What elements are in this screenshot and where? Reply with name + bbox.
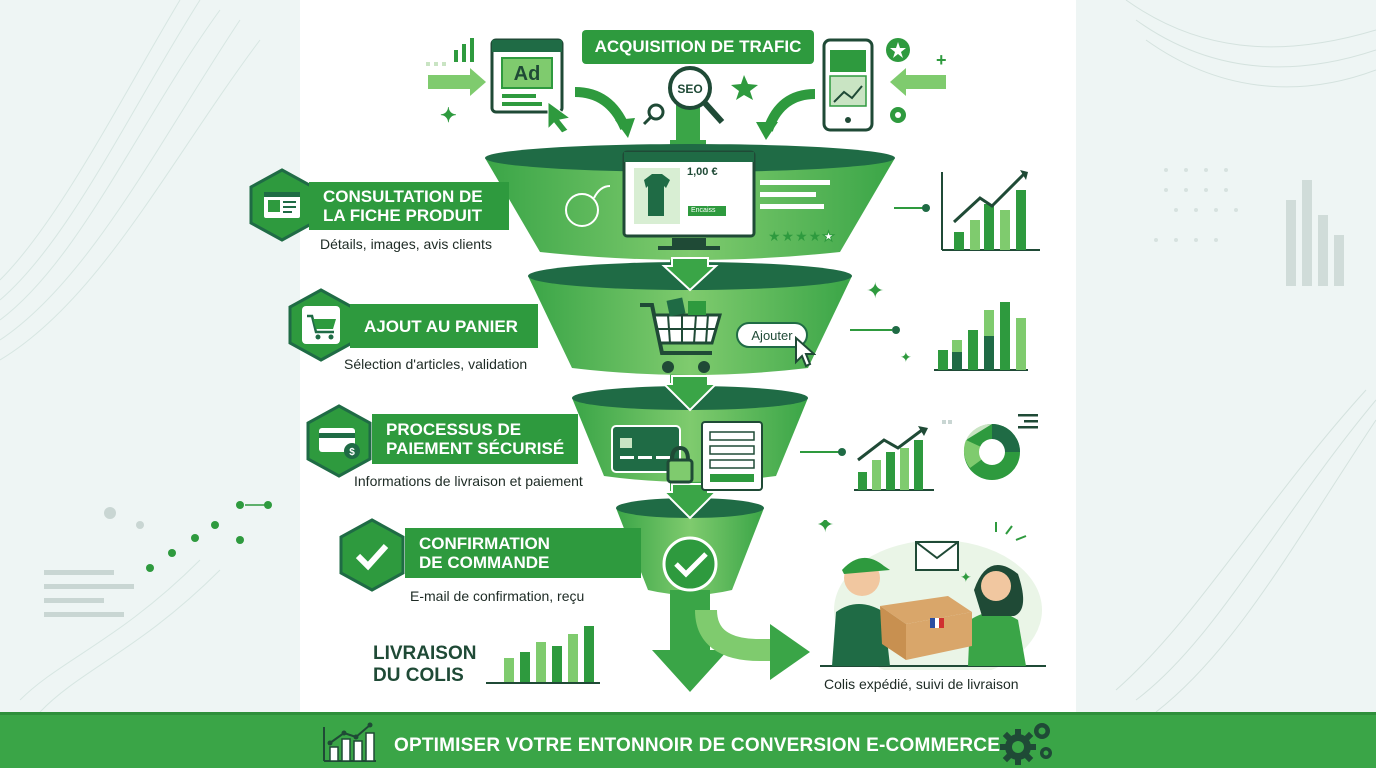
step-4-title-line2: DE COMMANDE [419,553,550,572]
svg-text:✦: ✦ [818,520,834,537]
gears-icon [1000,723,1052,765]
step-4-title-line1: CONFIRMATION [419,534,550,553]
step-2-subtitle: Sélection d'articles, validation [344,356,528,372]
svg-text:✦: ✦ [900,349,912,365]
step-2-banner: AJOUT AU PANIER [350,304,538,348]
growth-chart-2: ✦ ✦ [850,278,1028,371]
delivery-title-line2: DU COLIS [373,665,464,686]
traffic-acquisition-label: ACQUISITION DE TRAFIC [582,30,814,64]
svg-text:✦: ✦ [960,569,972,585]
step-3-subtitle: Informations de livraison et paiement [354,473,583,489]
delivery-title-line1: LIVRAISON [373,643,477,664]
step-3-title-line2: PAIEMENT SÉCURISÉ [386,439,565,458]
footer-banner: OPTIMISER VOTRE ENTONNOIR DE CONVERSION … [0,712,1376,768]
ad-label: Ad [514,63,541,85]
step-1-title-line1: CONSULTATION DE [323,187,483,206]
payment-illustration [611,421,763,491]
checkmark-icon [339,518,405,592]
footer-title: OPTIMISER VOTRE ENTONNOIR DE CONVERSION … [394,735,1001,756]
svg-text:✦: ✦ [440,105,457,127]
step-4-subtitle: E-mail de confirmation, reçu [410,588,585,604]
delivery-caption: Colis expédié, suivi de livraison [824,676,1019,692]
growth-chart-3 [800,414,1038,491]
step-3-title-line1: PROCESSUS DE [386,420,522,439]
mobile-phone-icon [822,38,874,132]
shopping-cart-illustration [640,297,722,373]
product-price: 1,00 € [687,166,718,178]
traffic-sources-illustration: Ad SEO + ✦ [426,38,947,140]
delivery-bar-chart-icon [486,626,600,684]
mouse-cursor-icon [795,336,816,368]
step-1-title-line2: LA FICHE PRODUIT [323,206,482,225]
growth-chart-1 [894,170,1040,251]
delivery-title: LIVRAISON DU COLIS [373,643,476,687]
delivery-people-illustration: ✦ ✦ [818,520,1046,670]
svg-text:+: + [936,50,947,70]
svg-text:$: $ [349,447,355,458]
seo-label: SEO [677,82,702,96]
product-buy-button: Encaiss [691,207,716,214]
chart-growth-icon [323,722,376,762]
step-1-subtitle: Détails, images, avis clients [320,236,492,252]
svg-text:✦: ✦ [866,278,884,303]
right-background-decoration [1115,0,1376,712]
rating-stars: ★★★★★ [768,228,836,245]
step-2-title: AJOUT AU PANIER [364,316,518,336]
ad-window-icon [490,38,572,134]
product-page-monitor [622,150,756,250]
product-page-icon [249,168,315,242]
left-background-decoration [0,0,272,712]
cart-icon [288,288,354,362]
payment-card-icon: $ [306,404,372,478]
